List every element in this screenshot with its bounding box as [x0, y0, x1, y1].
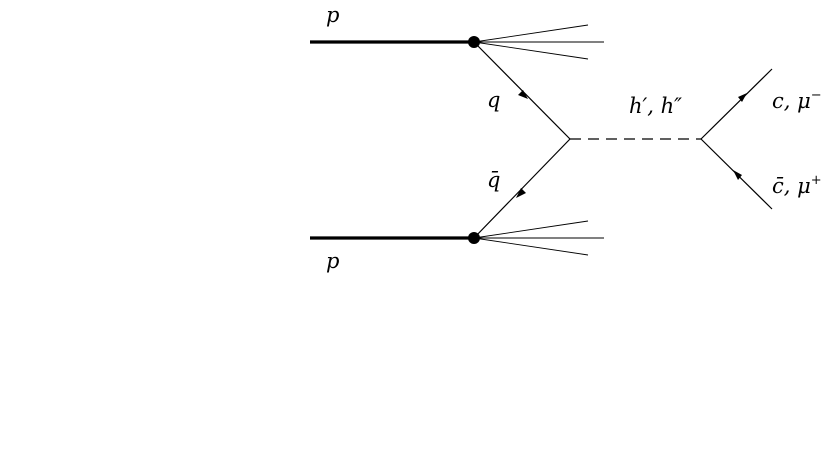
quark-line [473, 41, 571, 140]
remnant-spray-bottom [473, 220, 604, 256]
outgoing-arrow-bottom [733, 170, 742, 180]
label-antiquark: q̄ [487, 168, 500, 192]
outgoing-line-top [700, 68, 773, 140]
label-proton-top: p [326, 3, 339, 27]
label-outgoing-bottom-main: c̄, μ [772, 174, 811, 198]
label-outgoing-bottom-sup: + [811, 173, 822, 188]
antiquark-line [473, 138, 571, 239]
antiquark-arrow-head [516, 188, 526, 198]
vertex-bottom [468, 232, 480, 244]
label-outgoing-bottom: c̄, μ+ [772, 173, 822, 198]
label-quark: q [487, 88, 500, 112]
remnant-spray-top [473, 24, 604, 60]
label-proton-bottom: p [326, 249, 339, 273]
quark-arrow-head [518, 90, 528, 99]
vertex-top [468, 36, 480, 48]
label-outgoing-top: c, μ− [772, 88, 822, 113]
outgoing-arrow-top [738, 93, 747, 102]
label-outgoing-top-main: c, μ [772, 89, 811, 113]
label-mediator: h′, h″ [629, 94, 682, 118]
label-outgoing-top-sup: − [811, 88, 822, 103]
